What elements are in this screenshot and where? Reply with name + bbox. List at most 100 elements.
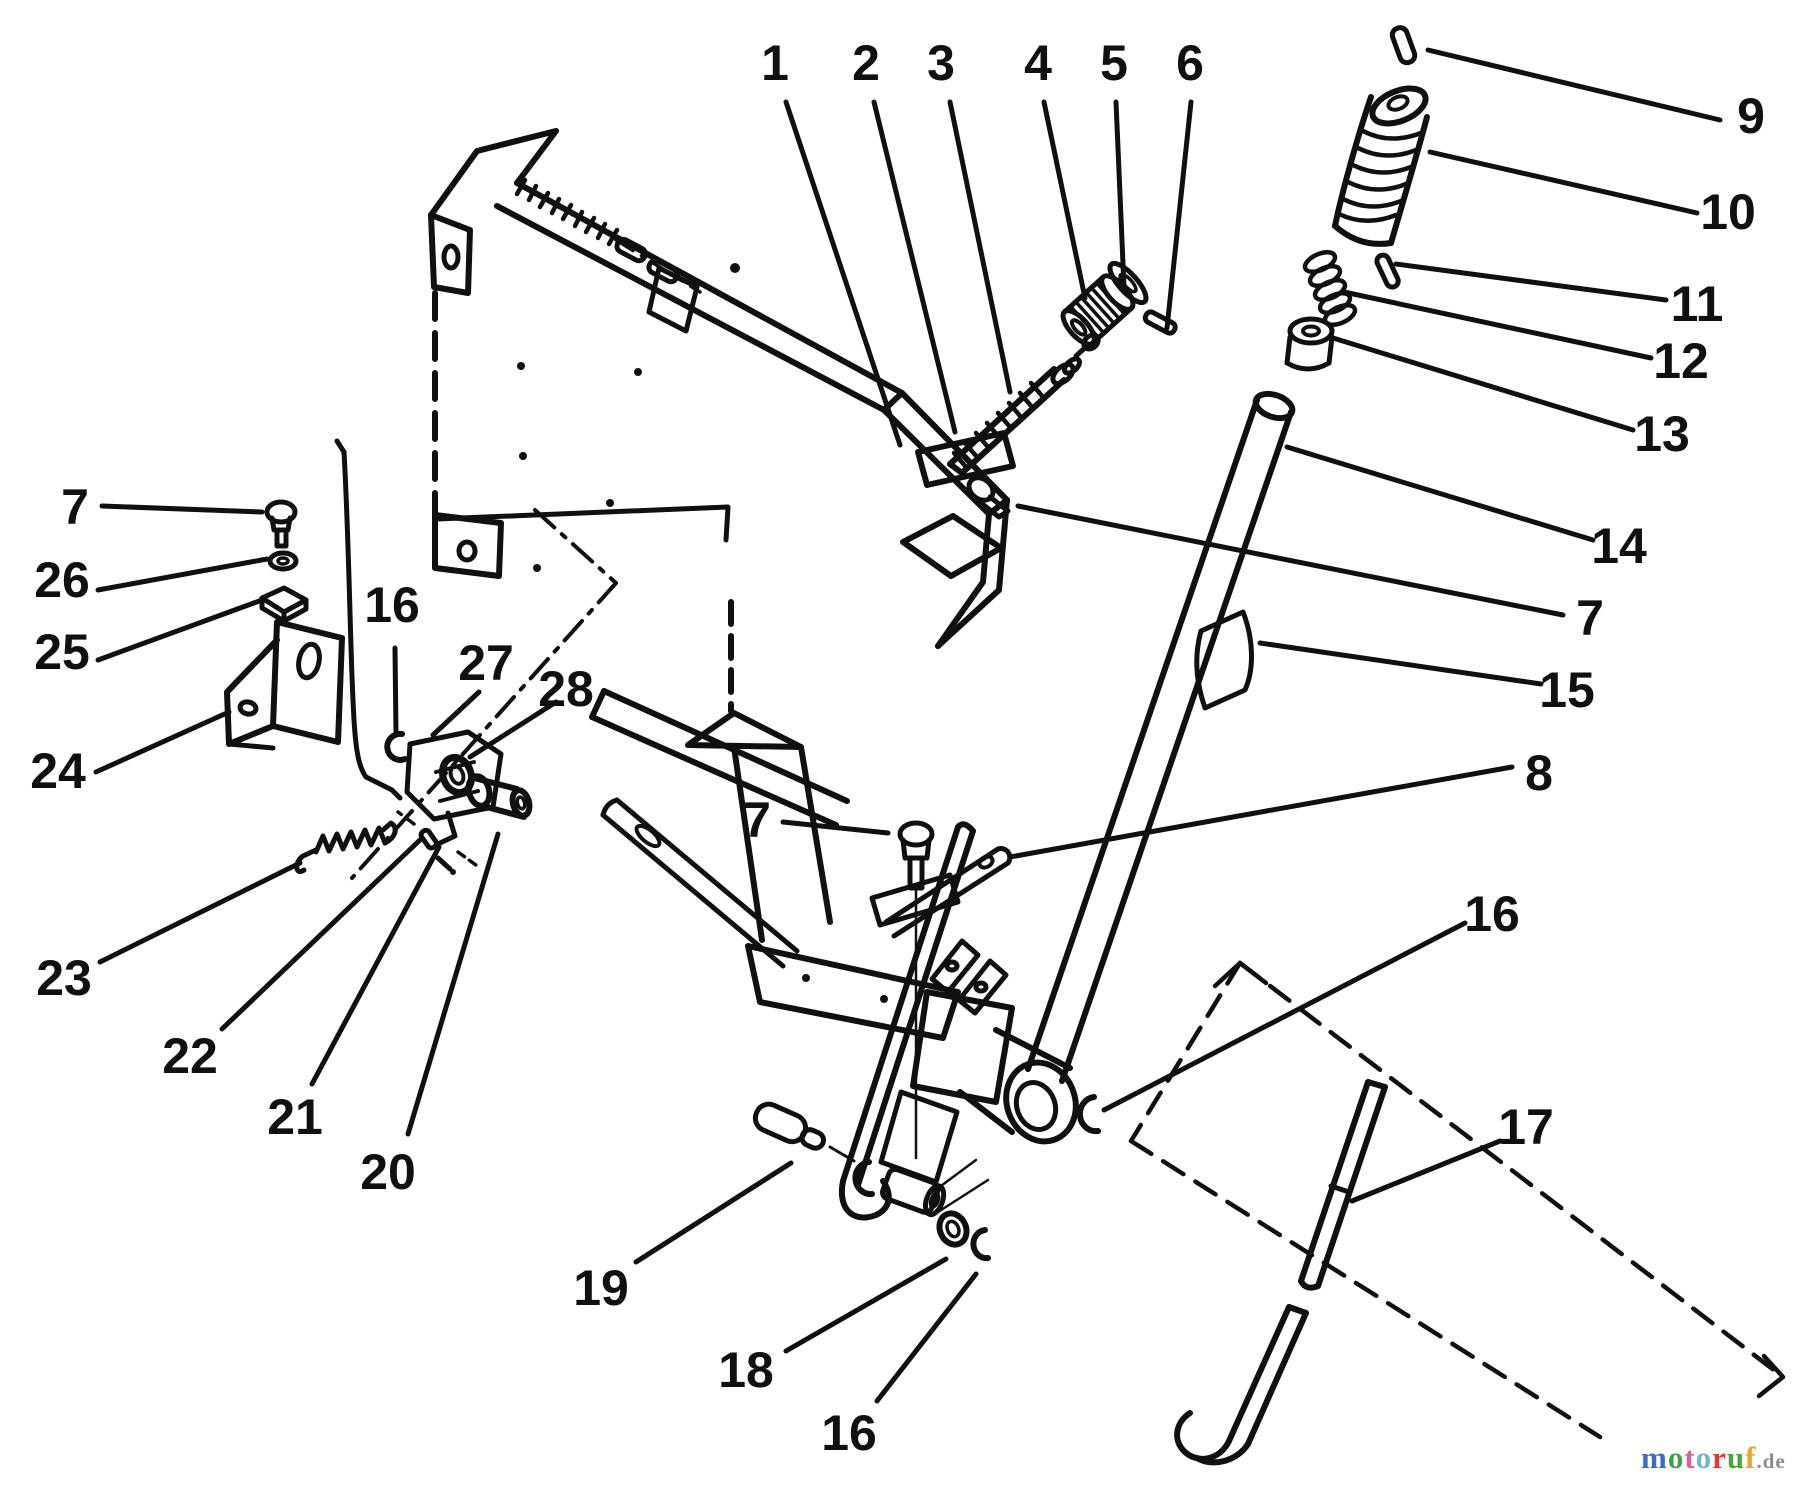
tube-clip [1194, 609, 1254, 711]
guide-link [600, 797, 800, 969]
leader-line-4-3 [1041, 99, 1088, 301]
cotter-pin [1142, 309, 1178, 336]
leader-line-20-27 [405, 831, 501, 1137]
grip-pin [1374, 252, 1401, 290]
leader-line-23-24 [97, 860, 303, 965]
callout-16-21[interactable]: 16 [364, 577, 420, 633]
lever-plate [838, 821, 976, 1221]
trunnion-plate [900, 430, 1016, 579]
leader-line-11-8 [1393, 261, 1669, 303]
watermark-letter: u [1726, 1440, 1746, 1475]
callout-3-2[interactable]: 3 [927, 35, 955, 91]
lever-tube [1025, 390, 1296, 1084]
callout-7-28[interactable]: 7 [743, 792, 771, 848]
callout-9-6[interactable]: 9 [1737, 88, 1765, 144]
rail-thread-section [514, 177, 620, 247]
leader-line-26-18 [95, 556, 270, 593]
callout-21-26[interactable]: 21 [267, 1089, 323, 1145]
callout-24-20[interactable]: 24 [30, 743, 86, 799]
callout-1-0[interactable]: 1 [761, 35, 789, 91]
o-ring [438, 753, 476, 797]
callout-27-22[interactable]: 27 [458, 635, 514, 691]
leader-line-24-20 [93, 709, 232, 775]
spacer-bushing-20 [465, 773, 533, 820]
leader-line-22-25 [219, 836, 424, 1032]
leader-line-7-12 [1015, 503, 1566, 618]
leader-line-7-17 [99, 503, 265, 515]
callout-17-16[interactable]: 17 [1498, 1099, 1554, 1155]
callout-5-4[interactable]: 5 [1100, 35, 1128, 91]
callout-10-7[interactable]: 10 [1700, 184, 1756, 240]
leader-line-27-22 [430, 689, 482, 738]
watermark-letter: o [1667, 1440, 1685, 1475]
callout-28-23[interactable]: 28 [538, 661, 594, 717]
pivot-fork [929, 938, 1009, 1016]
rail-pin-icon [614, 236, 702, 294]
leader-line-16-21 [392, 645, 399, 736]
cable-end-pins [396, 810, 482, 875]
callout-13-10[interactable]: 13 [1634, 406, 1690, 462]
e-clip-pivot [1076, 1094, 1101, 1135]
roll-pin [1389, 25, 1418, 66]
leader-line-18-30 [783, 1256, 949, 1354]
callout-8-14[interactable]: 8 [1525, 745, 1553, 801]
e-clip-bottom [970, 1227, 991, 1262]
watermark-letter: t [1684, 1440, 1696, 1475]
square-nut [259, 585, 309, 624]
callout-15-13[interactable]: 15 [1539, 662, 1595, 718]
callout-7-12[interactable]: 7 [1576, 590, 1604, 646]
callout-16-15[interactable]: 16 [1464, 886, 1520, 942]
hex-bolt-right [966, 475, 1011, 520]
callout-19-29[interactable]: 19 [573, 1260, 629, 1316]
callout-12-9[interactable]: 12 [1653, 333, 1709, 389]
callout-11-8[interactable]: 11 [1671, 276, 1724, 332]
callout-20-27[interactable]: 20 [360, 1144, 416, 1200]
watermark-letter: f [1745, 1440, 1757, 1475]
leader-line-14-11 [1284, 444, 1596, 543]
control-cable [334, 438, 403, 801]
leader-line-17-16 [1349, 1138, 1503, 1204]
leader-line-2-1 [871, 99, 958, 435]
leader-line-3-2 [947, 99, 1013, 395]
watermark-word: motoruf [1641, 1440, 1757, 1475]
spacer-sleeve [880, 1158, 990, 1218]
lift-rod [1174, 1079, 1388, 1466]
leader-line-15-13 [1257, 640, 1544, 687]
watermark-suffix: .de [1756, 1449, 1786, 1473]
callout-18-30[interactable]: 18 [718, 1342, 774, 1398]
leader-line-16-31 [874, 1271, 979, 1404]
flat-washer-18 [936, 1210, 970, 1248]
e-clip-hook [852, 1159, 875, 1198]
callout-23-24[interactable]: 23 [36, 950, 92, 1006]
clevis-pin [752, 1101, 856, 1163]
callout-16-31[interactable]: 16 [821, 1405, 877, 1461]
lock-washer [267, 550, 299, 572]
leader-line-12-9 [1341, 289, 1654, 361]
leader-line-8-14 [1007, 764, 1515, 860]
compression-spring [1302, 249, 1358, 328]
threaded-rod [947, 332, 1101, 476]
angle-bracket [224, 619, 345, 751]
bushing-13 [1284, 316, 1335, 372]
callout-14-11[interactable]: 14 [1591, 518, 1647, 574]
watermark-logo[interactable]: motoruf.de [1641, 1440, 1786, 1476]
e-clip-left [384, 730, 408, 763]
callout-26-18[interactable]: 26 [34, 552, 90, 608]
handle-grip [1332, 85, 1430, 247]
callout-4-3[interactable]: 4 [1024, 35, 1052, 91]
leader-line-7-28 [780, 819, 891, 836]
pivot-housing [878, 989, 1079, 1185]
leader-line-10-7 [1427, 149, 1700, 216]
extension-spring [294, 820, 398, 874]
leader-line-9-6 [1425, 47, 1723, 123]
leader-line-28-23 [467, 699, 559, 760]
watermark-letter: r [1712, 1440, 1727, 1475]
callout-7-17[interactable]: 7 [61, 479, 89, 535]
leader-line-16-15 [1101, 920, 1468, 1113]
callout-25-19[interactable]: 25 [34, 624, 90, 680]
callout-2-1[interactable]: 2 [852, 35, 880, 91]
callout-22-25[interactable]: 22 [162, 1028, 218, 1084]
callout-6-5[interactable]: 6 [1176, 35, 1204, 91]
